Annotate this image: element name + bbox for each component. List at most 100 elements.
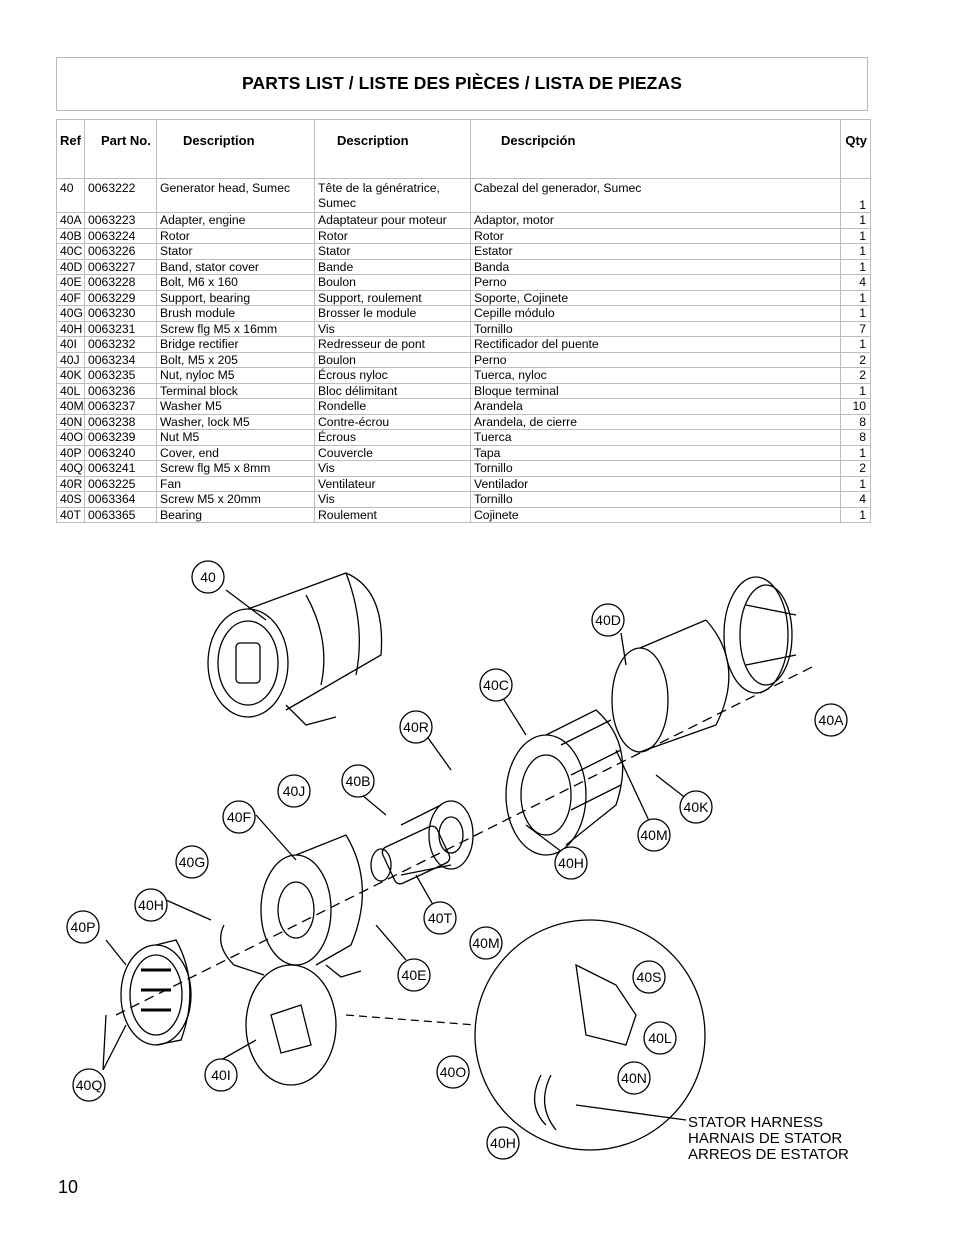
- cell-es: Ventilador: [470, 475, 841, 492]
- callout-label: 40H: [558, 855, 584, 871]
- cell-part: 0063226: [84, 243, 157, 260]
- cell-part: 0063225: [84, 475, 157, 492]
- cell-es: Adaptor, motor: [470, 212, 841, 229]
- cell-part: 0063238: [84, 413, 157, 430]
- cell-fr: Rondelle: [314, 398, 471, 415]
- callout-label: 40S: [637, 969, 662, 985]
- header-qty: Qty: [840, 119, 871, 179]
- harness-label-es: ARREOS DE ESTATOR: [688, 1146, 849, 1163]
- cell-qty: 1: [840, 336, 871, 353]
- rotor-drawing: [370, 800, 474, 885]
- cell-en: Screw flg M5 x 16mm: [156, 320, 315, 337]
- callout-bubble: 40K: [679, 790, 713, 824]
- cell-qty: 7: [840, 320, 871, 337]
- callout-label: 40K: [684, 799, 710, 815]
- cell-ref: 40G: [56, 305, 85, 322]
- harness-wires: [534, 1074, 557, 1131]
- title-box: PARTS LIST / LISTE DES PIÈCES / LISTA DE…: [56, 57, 868, 111]
- callout-bubble: 40C: [479, 668, 513, 702]
- cell-qty: 2: [840, 460, 871, 477]
- cell-part: 0063364: [84, 491, 157, 508]
- cell-qty: 10: [840, 398, 871, 415]
- callout-label: 40O: [440, 1064, 467, 1080]
- cell-en: Bearing: [156, 506, 315, 523]
- cell-qty: 4: [840, 274, 871, 291]
- harness-label-fr: HARNAIS DE STATOR: [688, 1130, 842, 1147]
- cell-qty: 8: [840, 413, 871, 430]
- cell-fr: Contre-écrou: [314, 413, 471, 430]
- cell-qty: 1: [840, 444, 871, 461]
- cell-qty: 2: [840, 367, 871, 384]
- cell-es: Perno: [470, 351, 841, 368]
- callout-label: 40Q: [76, 1077, 103, 1093]
- cell-ref: 40J: [56, 351, 85, 368]
- callout-label: 40B: [346, 773, 371, 789]
- callout-label: 40A: [819, 712, 845, 728]
- callout-bubble: 40A: [814, 703, 848, 737]
- callout-label: 40: [200, 569, 216, 585]
- cell-fr: Support, roulement: [314, 289, 471, 306]
- cell-ref: 40Q: [56, 460, 85, 477]
- cell-fr: Bande: [314, 258, 471, 275]
- callout-bubble: 40E: [397, 958, 431, 992]
- cell-fr: Boulon: [314, 274, 471, 291]
- cell-es: Soporte, Cojinete: [470, 289, 841, 306]
- callout-label: 40M: [472, 935, 499, 951]
- cell-ref: 40S: [56, 491, 85, 508]
- detail-circle: [474, 919, 706, 1151]
- harness-label-en: STATOR HARNESS: [688, 1114, 823, 1131]
- cell-fr: Redresseur de pont: [314, 336, 471, 353]
- cell-es: Tuerca: [470, 429, 841, 446]
- rectifier-detail-oval: [245, 964, 337, 1086]
- cell-qty: 8: [840, 429, 871, 446]
- cell-ref: 40T: [56, 506, 85, 523]
- callout-label: 40C: [483, 677, 509, 693]
- cell-en: Cover, end: [156, 444, 315, 461]
- cell-ref: 40I: [56, 336, 85, 353]
- cell-fr: Écrous: [314, 429, 471, 446]
- cell-part: 0063234: [84, 351, 157, 368]
- cell-qty: 1: [840, 227, 871, 244]
- callout-label: 40F: [227, 809, 251, 825]
- stator-band-drawing: [611, 619, 730, 753]
- cell-fr: Ventilateur: [314, 475, 471, 492]
- cell-ref: 40D: [56, 258, 85, 275]
- callout-bubble: 40H: [486, 1126, 520, 1160]
- cell-part: 0063231: [84, 320, 157, 337]
- cell-part: 0063232: [84, 336, 157, 353]
- cell-es: Arandela, de cierre: [470, 413, 841, 430]
- callout-bubble: 40J: [277, 774, 311, 808]
- cell-part: 0063223: [84, 212, 157, 229]
- cell-part: 0063239: [84, 429, 157, 446]
- callout-label: 40P: [71, 919, 96, 935]
- cell-ref: 40E: [56, 274, 85, 291]
- cell-ref: 40H: [56, 320, 85, 337]
- callout-bubble: 40P: [66, 910, 100, 944]
- cell-en: Terminal block: [156, 382, 315, 399]
- callout-label: 40E: [402, 967, 427, 983]
- cell-qty: 4: [840, 491, 871, 508]
- cell-en: Nut, nyloc M5: [156, 367, 315, 384]
- callout-bubble: 40B: [341, 764, 375, 798]
- cell-en: Fan: [156, 475, 315, 492]
- cell-part: 0063230: [84, 305, 157, 322]
- cell-ref: 40K: [56, 367, 85, 384]
- axis-line: [115, 664, 817, 1016]
- cell-ref: 40: [56, 178, 85, 213]
- callout-label: 40H: [490, 1135, 516, 1151]
- cell-part: 0063241: [84, 460, 157, 477]
